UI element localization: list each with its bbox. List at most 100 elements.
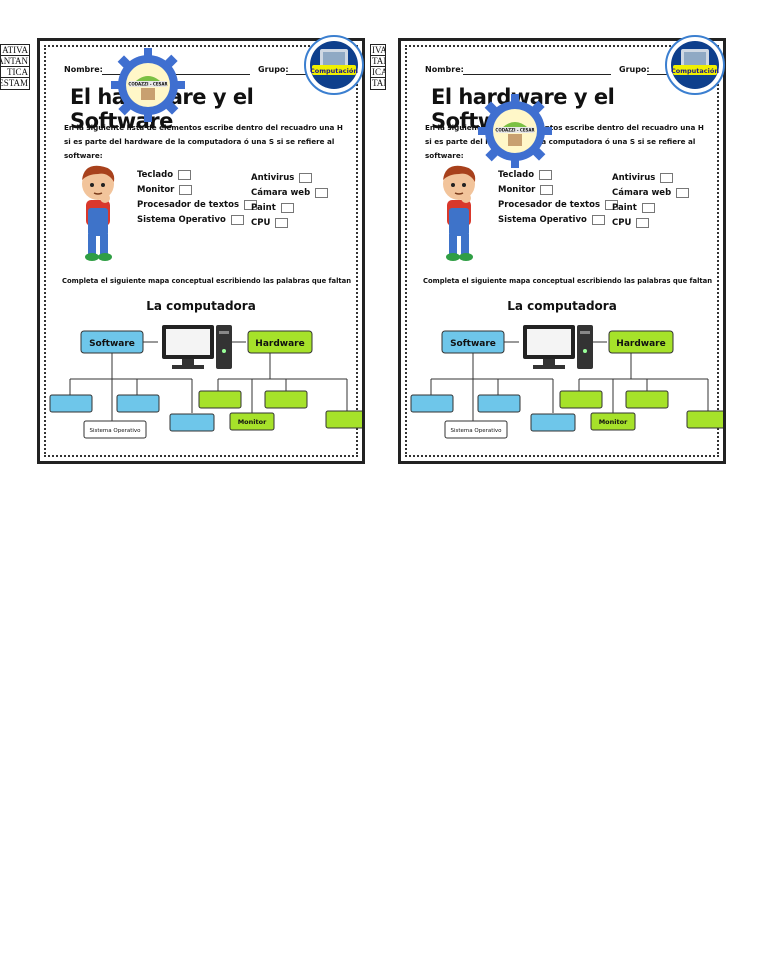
list-item: Cámara web: [612, 186, 690, 201]
answer-box[interactable]: [179, 184, 193, 195]
side-table-left: ATIVA ANTAN TICA ESTAM: [0, 44, 30, 90]
answer-box[interactable]: [591, 214, 605, 225]
blank-software-box[interactable]: [477, 394, 521, 413]
answer-box[interactable]: [244, 199, 258, 210]
answer-box[interactable]: [605, 199, 619, 210]
side-cell: TAN: [371, 56, 385, 67]
answer-box[interactable]: [636, 217, 650, 228]
badge-label: Computación: [671, 67, 719, 75]
monitor-label: Monitor: [238, 418, 267, 426]
name-field[interactable]: [463, 74, 611, 75]
list-item: Monitor: [498, 183, 618, 198]
answer-box[interactable]: [178, 169, 192, 180]
answer-box[interactable]: [275, 217, 289, 228]
answer-box[interactable]: [540, 184, 554, 195]
answer-box[interactable]: [676, 187, 690, 198]
map-title: La computadora: [146, 299, 256, 313]
concept-map: Software Hardware Sistema Operativo: [49, 325, 362, 439]
item-label: Antivirus: [251, 173, 295, 183]
item-label: Teclado: [498, 170, 535, 180]
answer-box[interactable]: [299, 172, 313, 183]
list-item: Teclado: [137, 168, 257, 183]
item-label: Teclado: [137, 170, 174, 180]
blank-hardware-box[interactable]: [325, 410, 362, 429]
instructions: En la siguiente lista de elementos escri…: [425, 123, 704, 160]
sistema-operativo-node: Sistema Operativo: [83, 420, 147, 439]
map-title: La computadora: [507, 299, 617, 313]
blank-software-box[interactable]: [410, 394, 454, 413]
badge-label: Computación: [310, 67, 358, 75]
side-cell: ATIVA: [1, 45, 29, 56]
group-field[interactable]: [647, 74, 667, 75]
list-item: Paint: [251, 201, 328, 216]
blank-hardware-box[interactable]: [559, 390, 603, 409]
list-item: Sistema Operativo: [498, 213, 618, 228]
worksheet: Nombre: Grupo: El hardware y el Software…: [37, 35, 365, 464]
list-item: Procesador de textos: [498, 198, 619, 213]
blank-software-box[interactable]: [530, 413, 576, 432]
group-label: Grupo:: [258, 65, 289, 74]
school-seal: CODAZZI - CESAR: [478, 94, 552, 168]
boy-thinking-illustration: [443, 165, 476, 261]
answer-box[interactable]: [230, 214, 244, 225]
name-label: Nombre:: [425, 65, 464, 74]
items-right: Antivirus Cámara web Paint CPU: [251, 171, 329, 231]
items-right: Antivirus Cámara web Paint CPU: [612, 171, 690, 231]
answer-box[interactable]: [641, 202, 655, 213]
blank-software-box[interactable]: [169, 413, 215, 432]
list-item: Paint: [612, 201, 689, 216]
blank-hardware-box[interactable]: [264, 390, 308, 409]
name-label: Nombre:: [64, 65, 103, 74]
desktop-computer-icon: [523, 325, 593, 369]
blank-hardware-box[interactable]: [625, 390, 669, 409]
sistema-operativo-node: Sistema Operativo: [444, 420, 508, 439]
answer-box[interactable]: [315, 187, 329, 198]
software-label: Software: [89, 339, 135, 349]
sistema-operativo-label: Sistema Operativo: [450, 428, 502, 434]
list-item: CPU: [612, 216, 689, 231]
instructions: En la siguiente lista de elementos escri…: [64, 123, 343, 160]
answer-box[interactable]: [660, 172, 674, 183]
software-node: Software: [80, 330, 144, 354]
side-table-right: IVA TAN ICA TAN: [370, 44, 386, 90]
map-instructions: Completa el siguiente mapa conceptual es…: [62, 277, 352, 285]
hardware-node: Hardware: [608, 330, 674, 354]
group-label: Grupo:: [619, 65, 650, 74]
item-label: Procesador de textos: [498, 200, 601, 210]
side-cell: ICA: [371, 67, 386, 78]
concept-map: Software Hardware Sistema Operativo: [410, 325, 723, 439]
blank-software-box[interactable]: [49, 394, 93, 413]
item-label: Paint: [612, 203, 637, 213]
list-item: Sistema Operativo: [137, 213, 257, 228]
item-label: Cámara web: [251, 188, 311, 198]
answer-box[interactable]: [280, 202, 294, 213]
list-item: Procesador de textos: [137, 198, 258, 213]
monitor-node: Monitor: [590, 412, 636, 431]
sistema-operativo-label: Sistema Operativo: [89, 428, 141, 434]
blank-hardware-box[interactable]: [198, 390, 242, 409]
blank-software-box[interactable]: [116, 394, 160, 413]
computacion-badge: Computación: [665, 35, 725, 95]
item-label: Paint: [251, 203, 276, 213]
list-item: Monitor: [137, 183, 257, 198]
worksheet: Nombre: Grupo: El hardware y el Software…: [398, 35, 726, 464]
hardware-node: Hardware: [247, 330, 313, 354]
item-label: Sistema Operativo: [137, 215, 226, 225]
monitor-label: Monitor: [599, 418, 628, 426]
item-label: Monitor: [498, 185, 536, 195]
side-cell: ESTAM: [0, 78, 28, 88]
hardware-label: Hardware: [616, 339, 665, 349]
item-label: CPU: [251, 218, 271, 228]
hardware-label: Hardware: [255, 339, 304, 349]
answer-box[interactable]: [539, 169, 553, 180]
item-label: Procesador de textos: [137, 200, 240, 210]
blank-hardware-box[interactable]: [686, 410, 723, 429]
list-item: Teclado: [498, 168, 618, 183]
group-field[interactable]: [286, 74, 306, 75]
monitor-node: Monitor: [229, 412, 275, 431]
item-label: Sistema Operativo: [498, 215, 587, 225]
side-cell: ANTAN: [0, 56, 29, 67]
item-label: Monitor: [137, 185, 175, 195]
item-label: CPU: [612, 218, 632, 228]
side-cell: TICA: [1, 67, 29, 78]
